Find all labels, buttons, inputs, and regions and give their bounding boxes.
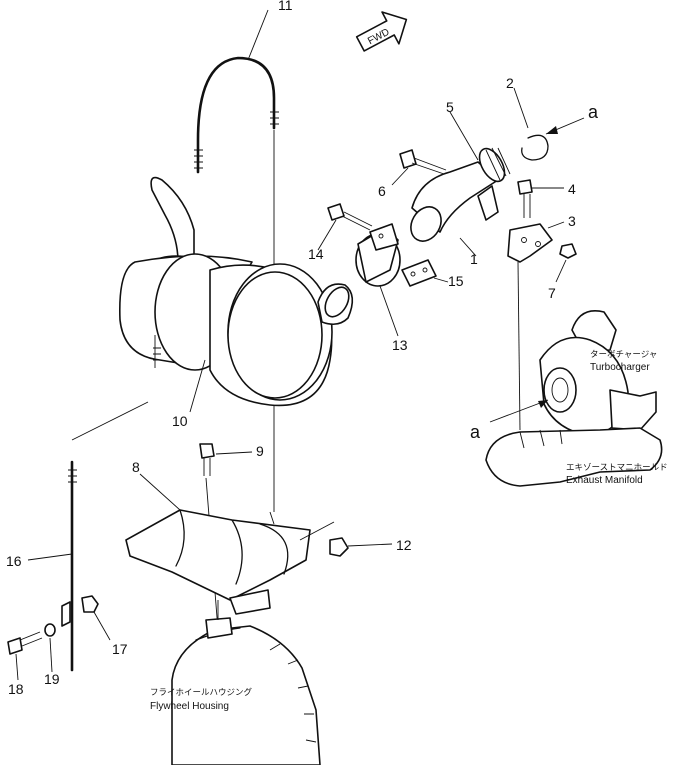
part-number-19: 19 bbox=[44, 671, 60, 687]
marker-a-bottom: a bbox=[470, 422, 481, 442]
part-number-9: 9 bbox=[256, 443, 264, 459]
part-number-11: 11 bbox=[278, 0, 293, 13]
part-number-18: 18 bbox=[8, 681, 24, 697]
bolt-part-4 bbox=[517, 179, 564, 218]
bolt-part-14 bbox=[317, 203, 373, 251]
bolt-part-6 bbox=[391, 149, 447, 186]
nut-part-12 bbox=[329, 537, 393, 557]
part-number-16: 16 bbox=[6, 553, 22, 569]
part-number-labels: 11 2 5 6 4 3 14 1 15 7 13 10 9 8 12 16 1… bbox=[6, 0, 576, 697]
part-number-12: 12 bbox=[396, 537, 412, 553]
turbocharger-assembly: a ターボチャージャ Turbocharger エキゾーストマニホールド Exh… bbox=[470, 310, 668, 487]
part-number-1: 1 bbox=[470, 251, 478, 267]
part-number-7: 7 bbox=[548, 285, 556, 301]
air-cleaner-part-10 bbox=[118, 176, 354, 413]
part-number-8: 8 bbox=[132, 459, 140, 475]
bolt-part-18 bbox=[7, 631, 43, 681]
turbocharger-label-jp: ターボチャージャ bbox=[590, 350, 657, 360]
part-number-17: 17 bbox=[112, 641, 128, 657]
clamp-part-13 bbox=[355, 223, 401, 337]
part-number-6: 6 bbox=[378, 183, 386, 199]
part-number-15: 15 bbox=[448, 273, 464, 289]
flywheel-label-jp: フライホイールハウジング bbox=[150, 687, 253, 698]
flywheel-housing: フライホイールハウジング Flywheel Housing bbox=[150, 600, 321, 765]
elbow-part-5 bbox=[410, 111, 511, 257]
part-number-2: 2 bbox=[506, 75, 514, 91]
fwd-arrow-tag: FWD bbox=[355, 11, 408, 52]
marker-a-top: a bbox=[588, 102, 599, 122]
connection-marker-top: a bbox=[545, 102, 599, 135]
nut-part-17 bbox=[81, 595, 111, 641]
part-number-10: 10 bbox=[172, 413, 188, 429]
bracket-part-3 bbox=[507, 221, 565, 431]
nut-part-7 bbox=[555, 243, 577, 283]
turbocharger-label-en: Turbocharger bbox=[590, 362, 650, 373]
part-number-3: 3 bbox=[568, 213, 576, 229]
exhaust-label-en: Exhaust Manifold bbox=[566, 475, 643, 486]
part-number-14: 14 bbox=[308, 246, 324, 262]
washer-part-19 bbox=[44, 623, 56, 673]
part-number-13: 13 bbox=[392, 337, 408, 353]
ring-part-2 bbox=[513, 87, 549, 161]
flywheel-label-en: Flywheel Housing bbox=[150, 701, 229, 712]
exhaust-label-jp: エキゾーストマニホールド bbox=[566, 463, 668, 473]
rod-part-16 bbox=[27, 401, 149, 672]
bracket-part-8 bbox=[125, 473, 335, 615]
part-number-4: 4 bbox=[568, 181, 576, 197]
plate-part-15 bbox=[401, 259, 449, 287]
part-number-5: 5 bbox=[446, 99, 454, 115]
